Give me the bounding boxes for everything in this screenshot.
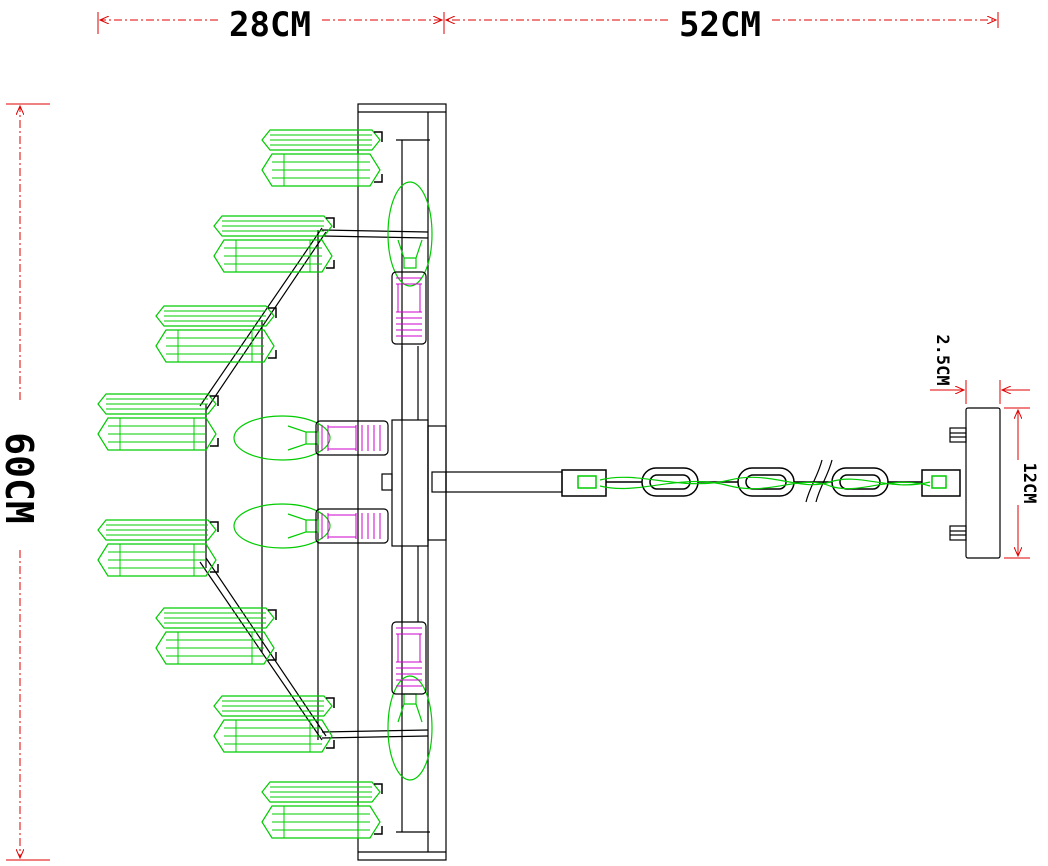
chain-wire [599, 476, 931, 490]
socket-icon [315, 420, 389, 456]
crystal-prism-icon [261, 781, 383, 839]
chain-link-icon [561, 459, 961, 503]
crystal-prism-icon [261, 129, 383, 187]
main-frame [357, 103, 447, 861]
dimension-height: 60CM [0, 103, 50, 861]
crystal-prism-icon [97, 393, 219, 451]
crystal-prism-icon [155, 305, 277, 363]
crystal-prism-icon [213, 695, 335, 753]
candle-bulb-icon [233, 503, 331, 549]
crystal-prism-icon [213, 215, 335, 273]
hanging-rod [431, 471, 563, 493]
candle-bulb-icon [387, 181, 433, 287]
dimension-canopy-height: 12CM [1004, 407, 1039, 559]
candle-bulb-icon [387, 675, 433, 781]
dimension-canopy-thickness: 2.5CM [930, 334, 1030, 404]
crystal-prism-icon [97, 519, 219, 577]
central-hub [381, 346, 447, 622]
dimension-top-left: 28CM [97, 5, 445, 45]
height-label: 60CM [0, 432, 41, 524]
dimension-top-right: 52CM [446, 5, 999, 45]
width-right-label: 52CM [679, 5, 761, 45]
canopy-height-label: 12CM [1019, 463, 1039, 504]
width-left-label: 28CM [229, 5, 311, 45]
candle-bulb-icon [233, 415, 331, 461]
socket-icon [391, 271, 427, 345]
ceiling-canopy [949, 407, 1001, 559]
inner-frame [199, 227, 429, 741]
canopy-thickness-label: 2.5CM [932, 334, 952, 385]
socket-icon [315, 508, 389, 544]
